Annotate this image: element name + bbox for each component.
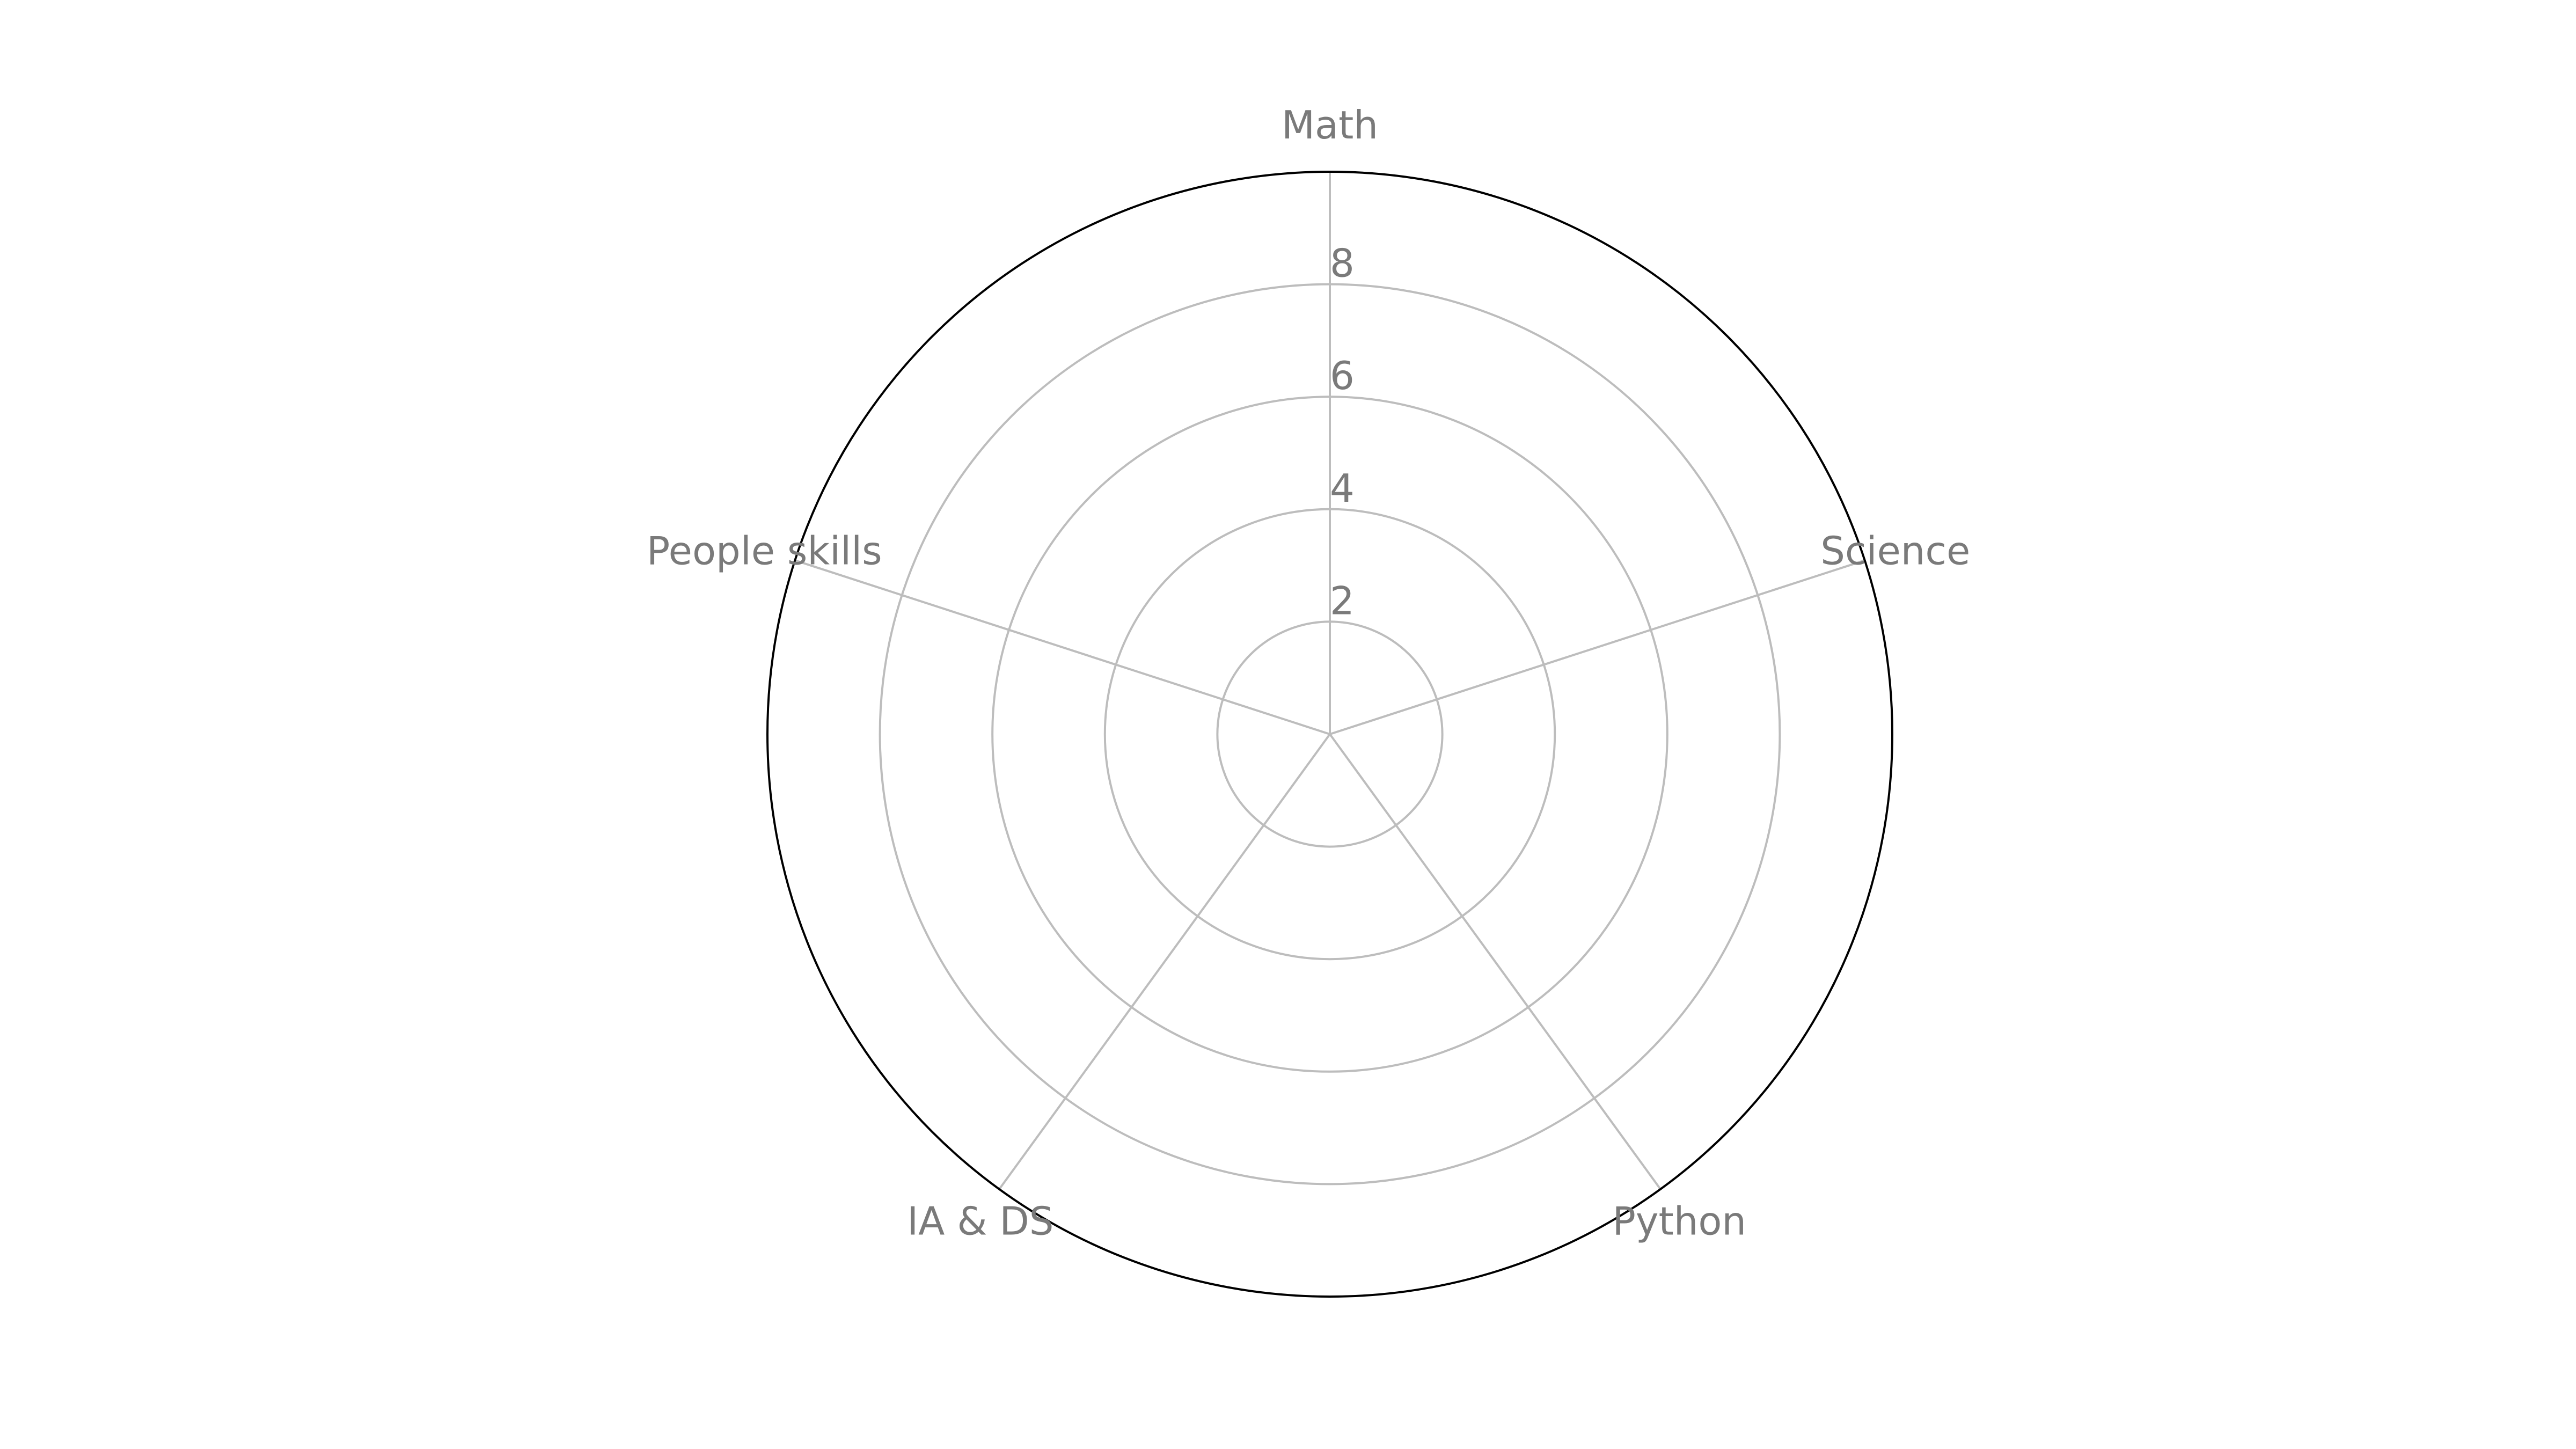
spoke-science xyxy=(1329,559,1865,735)
spoke-people-skills xyxy=(794,559,1330,735)
tick-label-8: 8 xyxy=(1330,241,1355,286)
category-label-science: Science xyxy=(1820,529,1970,574)
spoke-ia-ds xyxy=(998,733,1331,1190)
tick-label-4: 4 xyxy=(1330,466,1355,511)
category-label-math: Math xyxy=(1282,103,1378,148)
outer-ring-group xyxy=(766,171,1893,1298)
outer-ring xyxy=(766,171,1893,1298)
axis-spokes xyxy=(794,172,1865,1190)
category-label-ia-ds: IA & DS xyxy=(907,1198,1054,1243)
tick-label-6: 6 xyxy=(1330,353,1355,398)
tick-label-2: 2 xyxy=(1330,578,1355,623)
spoke-python xyxy=(1329,733,1662,1190)
category-label-python: Python xyxy=(1612,1198,1746,1243)
radial-tick-labels: 2 4 6 8 xyxy=(1330,241,1355,624)
category-label-people-skills: People skills xyxy=(647,529,882,574)
